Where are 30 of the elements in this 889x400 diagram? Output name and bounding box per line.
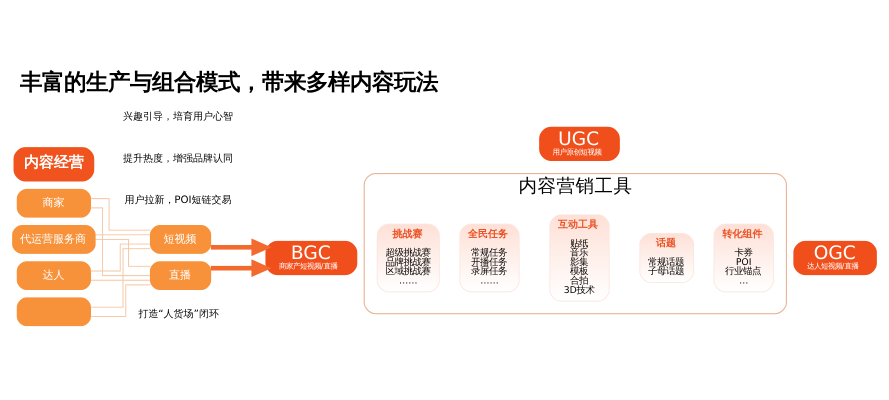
- arrow: [210, 238, 272, 256]
- node-box: 互动工具 贴纸 音乐 影集 模板 合拍 3D技术: [549, 214, 610, 302]
- connector: [90, 198, 151, 231]
- node-box: [16, 297, 91, 326]
- connector: [95, 238, 151, 267]
- node-box: 直播: [150, 261, 212, 290]
- node-box: 转化组件 卡券 POI 行业锚点 …: [714, 224, 774, 292]
- connector: [90, 284, 151, 317]
- label: 兴趣引导，培育用户心智: [123, 112, 234, 123]
- node-box: 内容经营: [14, 147, 94, 182]
- node-box: 话题 常规话题 子母话题: [639, 232, 694, 284]
- node-box: 短视频: [150, 225, 212, 254]
- label: 用户拉新，POI短链交易: [124, 195, 232, 206]
- node-box: OGC 达人短视频/直播: [793, 240, 877, 276]
- node-box: 达人: [16, 261, 91, 290]
- node-box: 商家: [16, 188, 91, 218]
- label: 提升热度，增强品牌认同: [123, 153, 234, 164]
- node-box: UGC 用户原创短视频: [539, 126, 620, 162]
- label: 打造“人货场”闭环: [138, 309, 219, 320]
- connector: [90, 244, 150, 272]
- diagram-title: 丰富的生产与组合模式，带来多样内容玩法: [20, 69, 438, 96]
- connector: [90, 207, 151, 276]
- connector: [90, 248, 151, 308]
- node-box: 代运营服务商: [12, 225, 96, 254]
- node-box: BGC 商家产短视频/直播: [265, 240, 358, 276]
- connector: [90, 280, 151, 281]
- connector: [94, 234, 151, 236]
- node-box: 挑战赛 超级挑战赛 品牌挑战赛 区域挑战赛 ……: [376, 224, 440, 292]
- arrow: [210, 259, 272, 278]
- node-box: 全民任务 常规任务 开播任务 录屏任务 ……: [459, 224, 520, 292]
